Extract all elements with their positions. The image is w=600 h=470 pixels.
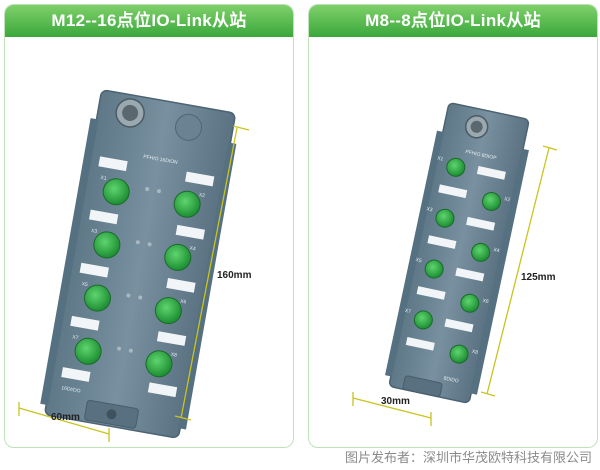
svg-text:X2: X2 [198, 192, 205, 199]
m12-connector-icon [164, 243, 192, 271]
m8-connector-icon [481, 192, 501, 212]
m8-connector-icon [435, 208, 455, 228]
svg-text:X7: X7 [404, 308, 411, 315]
svg-text:X4: X4 [493, 247, 500, 254]
m8-connector-icon [460, 293, 480, 313]
svg-text:X8: X8 [170, 352, 177, 359]
bottom-label: 8DIDO [443, 376, 459, 385]
m12-connector-icon [83, 284, 111, 312]
svg-text:X5: X5 [81, 281, 88, 288]
m8-connector-icon [413, 310, 433, 330]
m8-connector-icon [446, 157, 466, 177]
height-dimension-line [480, 145, 558, 397]
product-card-m12: M12--16点位IO-Link从站 [4, 4, 294, 448]
product-title: M8--8点位IO-Link从站 [309, 5, 597, 37]
product-card-m8: M8--8点位IO-Link从站 PFHIO 8DI [308, 4, 598, 448]
svg-text:X1: X1 [100, 175, 107, 182]
m12-connector-icon [154, 297, 182, 325]
device-illustration: PFHIO 16DION X1 X2 X3 X4 [18, 89, 252, 442]
svg-text:X6: X6 [482, 298, 489, 305]
svg-text:X4: X4 [189, 245, 196, 252]
port-row-4: X7 X8 [70, 315, 187, 378]
width-dimension-label: 60mm [51, 412, 80, 423]
svg-text:X3: X3 [91, 228, 98, 235]
m12-connector-icon [93, 231, 121, 259]
port-row-1: X1 X2 [98, 156, 215, 218]
svg-text:X6: X6 [180, 299, 187, 306]
m8-connector-icon [471, 242, 491, 262]
bottom-label: 16DI/DO [61, 385, 81, 394]
m12-connector-icon [102, 178, 130, 206]
width-dimension-line [18, 402, 110, 442]
m12-connector-icon [145, 350, 173, 378]
svg-text:X7: X7 [72, 334, 79, 341]
height-dimension-label: 125mm [521, 272, 556, 283]
product-image-m8: PFHIO 8DIOP [309, 38, 597, 447]
m12-connector-icon [74, 337, 102, 365]
port-row-3: X5 X6 [79, 262, 196, 325]
svg-text:X1: X1 [437, 155, 444, 162]
width-dimension-label: 30mm [381, 396, 410, 407]
svg-text:X3: X3 [426, 206, 433, 213]
product-title: M12--16点位IO-Link从站 [5, 5, 293, 37]
m12-connector-icon [173, 190, 201, 218]
svg-text:X5: X5 [415, 257, 422, 264]
height-dimension-line [174, 125, 250, 421]
device-illustration: PFHIO 8DIOP [352, 102, 558, 426]
m8-connector-icon [449, 344, 469, 364]
port-row-2: X3 X4 [88, 209, 205, 271]
svg-text:X8: X8 [471, 349, 478, 356]
width-dimension-line [352, 392, 432, 426]
product-image-m12: PFHIO 16DION X1 X2 X3 X4 [5, 38, 293, 447]
svg-text:X2: X2 [504, 196, 511, 203]
image-credit: 图片发布者：深圳市华茂欧特科技有限公司 [344, 451, 592, 466]
height-dimension-label: 160mm [217, 270, 252, 281]
m8-connector-icon [424, 259, 444, 279]
